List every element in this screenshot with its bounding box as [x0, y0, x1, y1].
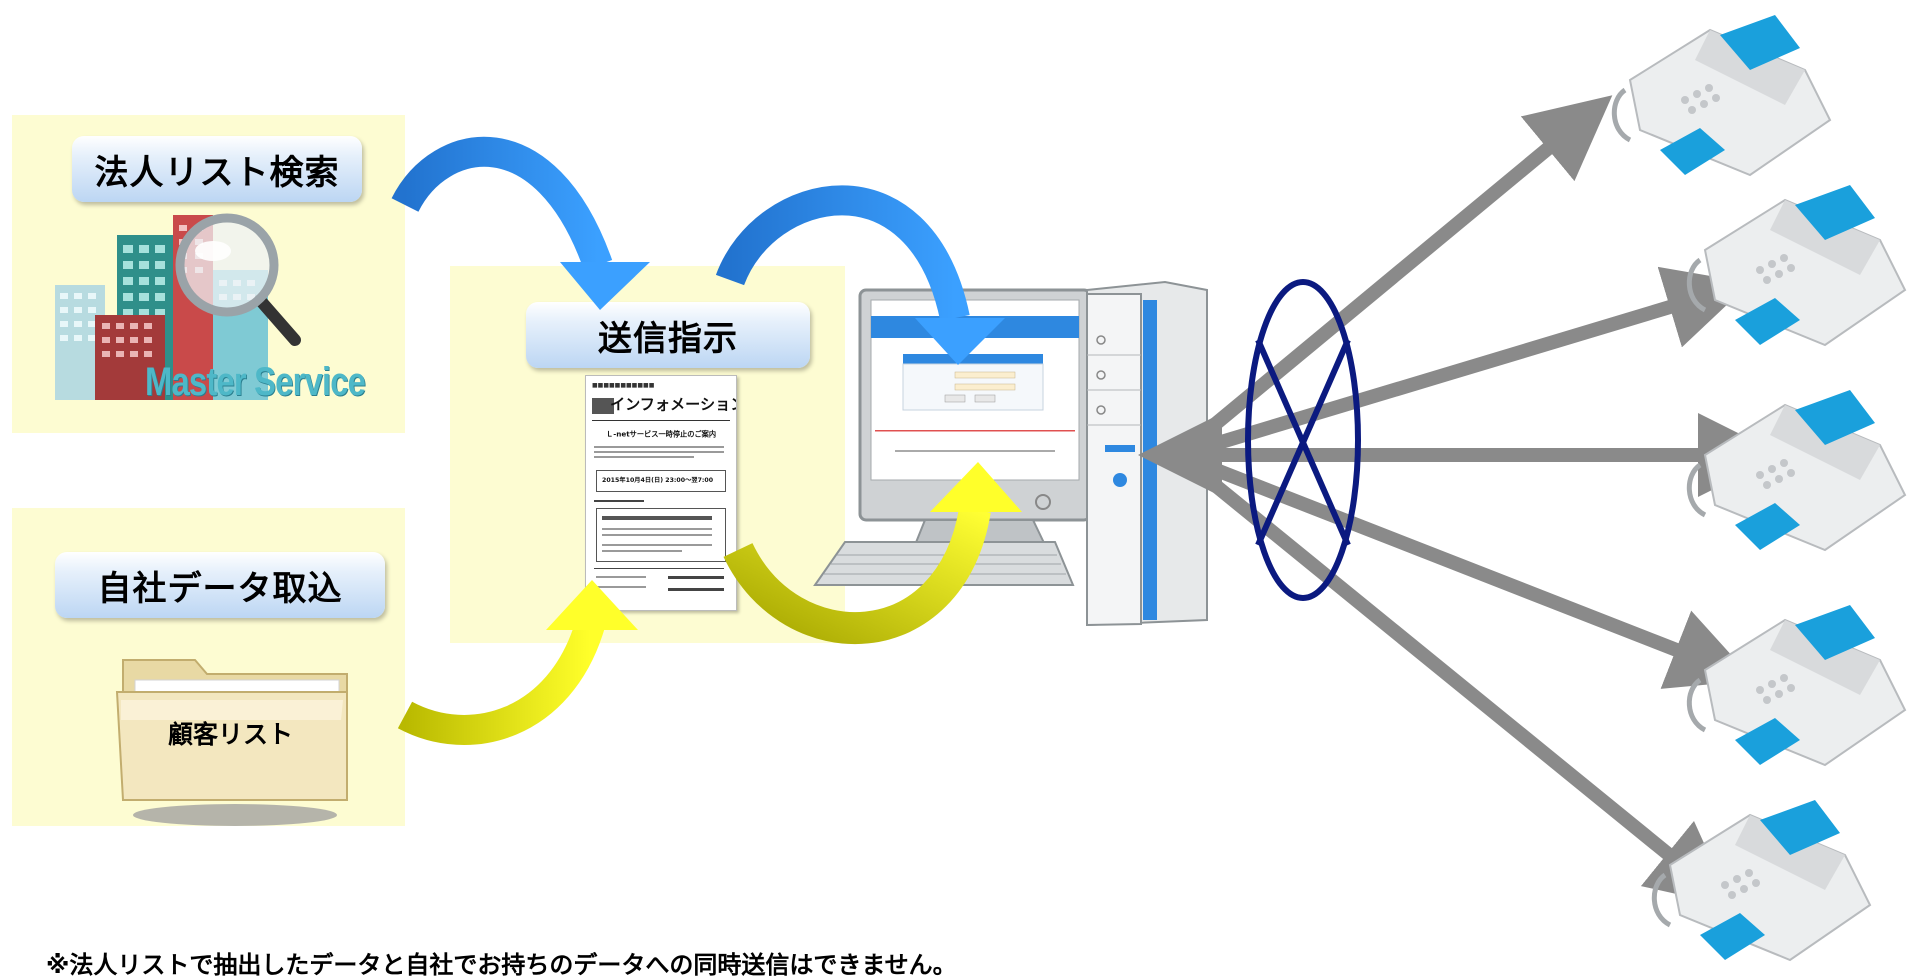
yellow-arrow-2	[723, 507, 991, 644]
doc-line	[602, 516, 712, 520]
yellow-arrow-1	[397, 620, 605, 745]
doc-line	[594, 500, 644, 502]
master-service-logo: Master Service	[145, 360, 366, 404]
doc-logo	[592, 398, 614, 414]
doc-line	[594, 451, 724, 453]
doc-subtitle: Ｌ-netサービス一時停止のご案内	[606, 430, 717, 439]
corporate-search-label: 法人リスト検索	[72, 136, 362, 202]
doc-service-box	[596, 508, 726, 562]
send-label: 送信指示	[526, 302, 810, 368]
doc-line	[594, 446, 724, 448]
folder-icon	[115, 659, 348, 826]
building-icon	[55, 213, 301, 400]
doc-line	[602, 544, 712, 546]
doc-line	[594, 456, 694, 458]
customer-list-label: 顧客リスト	[168, 720, 294, 749]
doc-line	[596, 576, 646, 578]
doc-title: インフォメーション	[610, 395, 737, 414]
doc-line	[602, 528, 712, 530]
doc-line	[596, 586, 646, 588]
doc-date-box	[596, 470, 726, 492]
fax-icon	[1686, 390, 1907, 552]
doc-rule	[592, 420, 730, 421]
fax-icon	[1686, 605, 1907, 767]
import-label: 自社データ取込	[55, 552, 385, 618]
doc-header-text: ■■■■■■■■■■■	[592, 382, 655, 389]
blocked-ellipse	[1245, 279, 1361, 601]
document-icon: ■■■■■■■■■■■ インフォメーション Ｌ-netサービス一時停止のご案内 …	[585, 375, 737, 611]
doc-line	[602, 550, 682, 552]
doc-line	[594, 568, 724, 569]
blue-arrow-1	[391, 136, 613, 271]
doc-line	[668, 576, 724, 579]
footnote: ※法人リストで抽出したデータと自社でお持ちのデータへの同時送信はできません。	[46, 951, 957, 979]
doc-line	[602, 534, 712, 536]
fax-icon	[1611, 15, 1832, 177]
doc-date: 2015年10月4日(日) 23:00～翌7:00	[602, 476, 714, 484]
doc-line	[668, 588, 724, 591]
blue-arrow-2	[715, 185, 970, 322]
fax-icon	[1686, 185, 1907, 347]
fax-icon	[1651, 800, 1872, 962]
